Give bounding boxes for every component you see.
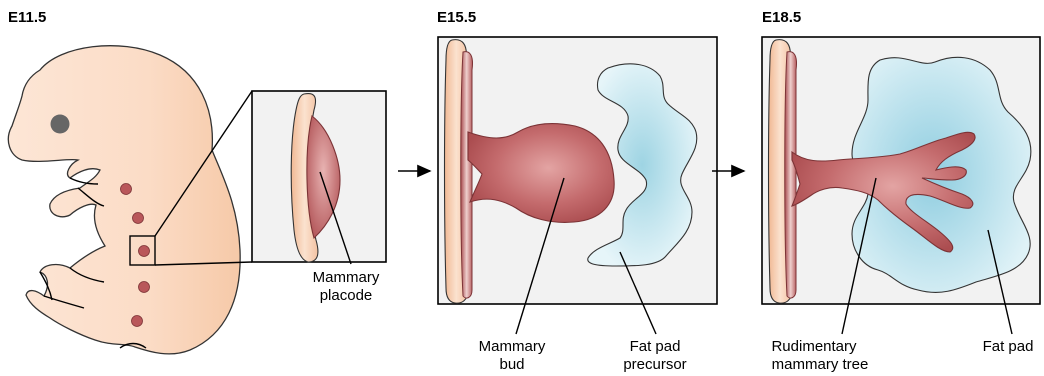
stage-label-e15: E15.5	[437, 9, 476, 26]
e18-panel	[762, 37, 1040, 334]
label-rudimentary-tree-line2: mammary tree	[772, 356, 869, 373]
placode-dot	[132, 316, 143, 327]
placode-dot	[121, 184, 132, 195]
embryo	[8, 46, 252, 354]
label-mammary-placode-line1: Mammary	[313, 269, 380, 286]
stage-label-e11: E11.5	[8, 9, 46, 26]
label-mammary-bud-line2: bud	[499, 356, 524, 373]
stage-label-e18: E18.5	[762, 9, 801, 26]
placode-dot	[139, 246, 150, 257]
placode-dot	[139, 282, 150, 293]
label-fat-pad: Fat pad	[983, 338, 1034, 355]
embryo-body	[8, 46, 240, 354]
label-mammary-placode-line2: placode	[320, 287, 373, 304]
eye	[51, 115, 70, 134]
label-fat-pad-precursor-line2: precursor	[623, 356, 686, 373]
placode-zoom-panel	[252, 91, 386, 264]
label-rudimentary-tree-line1: Rudimentary	[771, 338, 857, 355]
e15-panel	[438, 37, 717, 334]
placode-dot	[133, 213, 144, 224]
label-fat-pad-precursor-line1: Fat pad	[630, 338, 681, 355]
label-mammary-bud-line1: Mammary	[479, 338, 546, 355]
